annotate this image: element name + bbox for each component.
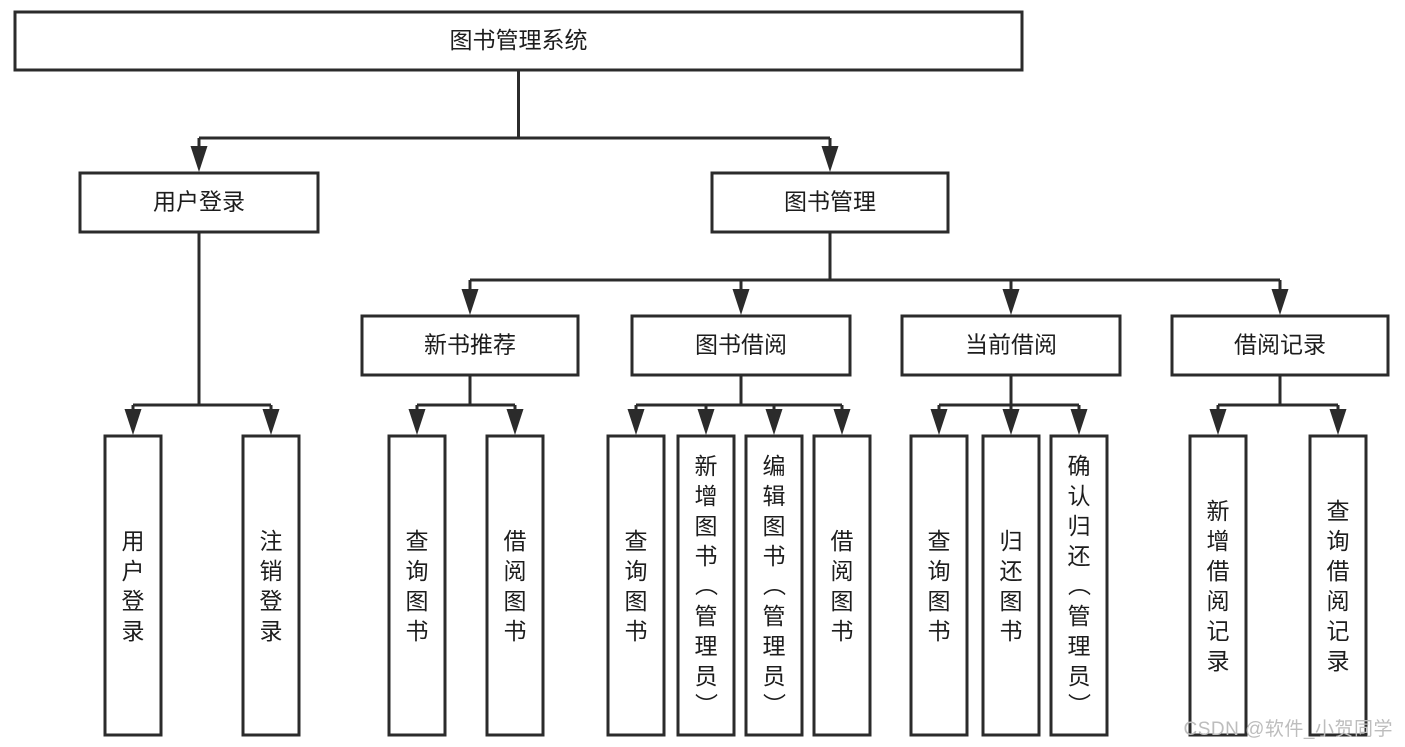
node-label: 注销登录: [260, 528, 283, 644]
arrow-head-icon: [821, 146, 839, 172]
node-l2_2[interactable]: 当前借阅: [900, 314, 1122, 377]
node-label: 用户登录: [153, 189, 245, 215]
node-box: [630, 314, 852, 377]
node-box: [900, 314, 1122, 377]
node-leaf_10[interactable]: 确认归还（管理员）: [1049, 434, 1109, 737]
node-label: 借阅图书: [831, 528, 854, 644]
node-leaf_3[interactable]: 借阅图书: [485, 434, 545, 737]
node-box: [606, 434, 666, 737]
node-leaf_11[interactable]: 新增借阅记录: [1188, 434, 1248, 737]
node-label: 归还图书: [1000, 528, 1023, 644]
node-leaf_9[interactable]: 归还图书: [981, 434, 1041, 737]
node-box: [1049, 434, 1109, 737]
node-box: [1170, 314, 1390, 377]
arrow-head-icon: [1070, 409, 1088, 435]
arrow-head-icon: [408, 409, 426, 435]
node-label: 借阅记录: [1234, 332, 1326, 358]
arrow-head-icon: [1002, 289, 1020, 315]
arrow-head-icon: [930, 409, 948, 435]
node-root[interactable]: 图书管理系统: [13, 10, 1024, 72]
arrow-head-icon: [124, 409, 142, 435]
node-label: 确认归还（管理员）: [1068, 453, 1092, 719]
node-leaf_4[interactable]: 查询图书: [606, 434, 666, 737]
edge-layer: [124, 70, 1347, 435]
arrow-head-icon: [1329, 409, 1347, 435]
node-label: 查询借阅记录: [1327, 498, 1350, 674]
node-label: 新书推荐: [424, 332, 516, 358]
node-l2_3[interactable]: 借阅记录: [1170, 314, 1390, 377]
node-leaf_7[interactable]: 借阅图书: [812, 434, 872, 737]
arrow-head-icon: [732, 289, 750, 315]
arrow-head-icon: [1209, 409, 1227, 435]
arrow-head-icon: [190, 146, 208, 172]
node-l2_0[interactable]: 新书推荐: [360, 314, 580, 377]
node-l1_0[interactable]: 用户登录: [78, 171, 320, 234]
node-box: [909, 434, 969, 737]
node-leaf_8[interactable]: 查询图书: [909, 434, 969, 737]
node-layer: 图书管理系统用户登录图书管理新书推荐图书借阅当前借阅借阅记录用户登录注销登录查询…: [13, 10, 1390, 737]
arrow-head-icon: [506, 409, 524, 435]
node-label: 查询图书: [928, 528, 951, 644]
arrow-head-icon: [833, 409, 851, 435]
edge-group: [124, 232, 280, 435]
arrow-head-icon: [1002, 409, 1020, 435]
edge-group: [930, 375, 1088, 435]
node-label: 查询图书: [625, 528, 648, 644]
node-label: 借阅图书: [504, 528, 527, 644]
node-box: [1308, 434, 1368, 737]
node-label: 新增图书（管理员）: [695, 453, 719, 719]
node-label: 查询图书: [406, 528, 429, 644]
node-l1_1[interactable]: 图书管理: [710, 171, 950, 234]
node-leaf_0[interactable]: 用户登录: [103, 434, 163, 737]
node-leaf_1[interactable]: 注销登录: [241, 434, 301, 737]
edge-group: [461, 232, 1289, 315]
node-label: 新增借阅记录: [1207, 498, 1230, 674]
node-box: [710, 171, 950, 234]
node-box: [1188, 434, 1248, 737]
node-box: [241, 434, 301, 737]
node-label: 当前借阅: [965, 332, 1057, 358]
node-box: [676, 434, 736, 737]
arrow-head-icon: [765, 409, 783, 435]
arrow-head-icon: [1271, 289, 1289, 315]
node-box: [13, 10, 1024, 72]
edge-group: [190, 70, 839, 172]
node-box: [981, 434, 1041, 737]
node-label: 用户登录: [122, 528, 145, 644]
node-l2_1[interactable]: 图书借阅: [630, 314, 852, 377]
edge-group: [1209, 375, 1347, 435]
node-leaf_6[interactable]: 编辑图书（管理员）: [744, 434, 804, 737]
node-leaf_2[interactable]: 查询图书: [387, 434, 447, 737]
node-box: [78, 171, 320, 234]
arrow-head-icon: [627, 409, 645, 435]
node-box: [485, 434, 545, 737]
node-box: [103, 434, 163, 737]
node-box: [360, 314, 580, 377]
node-leaf_12[interactable]: 查询借阅记录: [1308, 434, 1368, 737]
arrow-head-icon: [461, 289, 479, 315]
node-label: 图书管理系统: [450, 27, 588, 53]
node-leaf_5[interactable]: 新增图书（管理员）: [676, 434, 736, 737]
node-box: [387, 434, 447, 737]
arrow-head-icon: [262, 409, 280, 435]
edge-group: [627, 375, 851, 435]
edge-group: [408, 375, 524, 435]
node-box: [812, 434, 872, 737]
node-box: [744, 434, 804, 737]
arrow-head-icon: [697, 409, 715, 435]
node-label: 编辑图书（管理员）: [763, 453, 787, 719]
node-label: 图书管理: [784, 189, 876, 215]
node-label: 图书借阅: [695, 332, 787, 358]
